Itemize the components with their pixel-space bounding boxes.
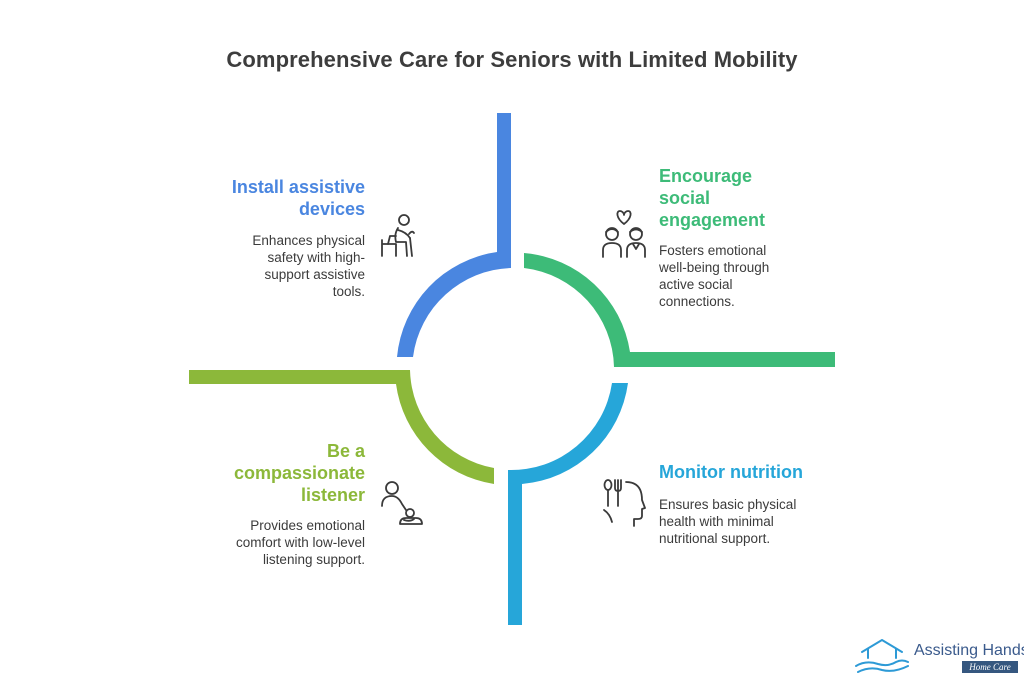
description-line: safety with high- <box>267 250 365 265</box>
teal-quadrant-shape <box>524 253 835 367</box>
logo-wordmark: Assisting Hands® <box>914 642 1024 660</box>
page-title: Comprehensive Care for Seniors with Limi… <box>226 47 798 72</box>
description-encourage-social-engagement: Fosters emotional well-being through act… <box>659 242 819 310</box>
heading-monitor-nutrition: Monitor nutrition <box>659 461 829 483</box>
heading-line: Install assistive <box>231 177 365 197</box>
heading-line: Monitor nutrition <box>659 462 803 482</box>
comforting-person-icon <box>381 481 423 525</box>
description-be-a-compassionate-listener: Provides emotional comfort with low-leve… <box>205 517 365 568</box>
heading-line: Encourage <box>659 166 753 186</box>
heading-line: social <box>659 188 711 208</box>
heading-install-assistive-devices: Install assistive devices <box>205 176 365 220</box>
assisting-hands-logo: Assisting Hands® Home Care <box>852 636 1024 676</box>
logo-name: Assisting Hands <box>914 642 1024 659</box>
green-quadrant-shape <box>189 370 494 484</box>
description-line: Ensures basic physical <box>659 497 797 512</box>
house-hands-icon <box>855 639 909 673</box>
blue-quadrant-shape <box>397 113 511 357</box>
heading-line: listener <box>300 485 365 505</box>
description-line: listening support. <box>262 552 365 567</box>
description-line: comfort with low-level <box>235 535 365 550</box>
heading-encourage-social-engagement: Encourage social engagement <box>659 165 819 231</box>
couple-with-heart-icon <box>602 210 646 258</box>
description-line: well-being through <box>659 260 770 275</box>
description-line: active social <box>659 277 733 292</box>
description-line: connections. <box>659 294 735 309</box>
description-line: Enhances physical <box>252 233 365 248</box>
heading-line: devices <box>298 199 365 219</box>
description-line: Provides emotional <box>250 518 365 533</box>
heading-line: engagement <box>659 210 766 230</box>
description-monitor-nutrition: Ensures basic physical health with minim… <box>659 496 829 547</box>
heading-line: Be a <box>326 441 365 461</box>
head-with-fork-spoon-icon <box>603 479 646 527</box>
description-line: health with minimal <box>659 514 774 529</box>
senior-with-cane-icon <box>381 214 415 257</box>
description-install-assistive-devices: Enhances physical safety with high- supp… <box>215 232 365 300</box>
description-line: Fosters emotional <box>659 243 767 258</box>
heading-line: compassionate <box>233 463 365 483</box>
description-line: support assistive <box>264 267 365 282</box>
description-line: nutritional support. <box>659 531 771 546</box>
description-line: tools. <box>332 284 365 299</box>
cyan-quadrant-shape <box>508 383 628 625</box>
logo-tagline: Home Care <box>962 661 1018 673</box>
heading-be-a-compassionate-listener: Be a compassionate listener <box>190 440 365 506</box>
